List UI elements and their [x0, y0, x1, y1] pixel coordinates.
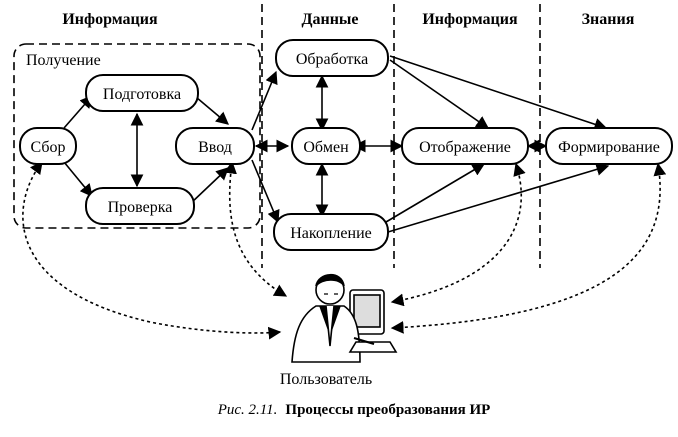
caption-title: Процессы преобразования ИР	[285, 402, 490, 418]
edge-vvod-nakoplenie	[251, 159, 280, 224]
edge-vvod-obrabotka	[251, 70, 278, 131]
edge-proverka-vvod	[189, 167, 229, 205]
node-sbor-label: Сбор	[30, 139, 65, 156]
user-link-vvod	[224, 160, 288, 297]
person-at-computer-icon	[291, 273, 398, 363]
node-formirovanie-label: Формирование	[558, 139, 660, 156]
node-proverka: Проверка	[85, 187, 195, 225]
user-link-otobrazhenie	[390, 162, 526, 307]
node-nakoplenie: Накопление	[273, 213, 389, 251]
edge-sbor-proverka	[63, 161, 93, 197]
user-links	[22, 160, 667, 340]
node-nakoplenie-label: Накопление	[290, 225, 372, 242]
edge-obrabotka-otobrazhenie	[389, 59, 490, 129]
node-vvod-label: Ввод	[198, 139, 232, 156]
caption-figure-number: Рис. 2.11.	[217, 402, 278, 418]
node-obrabotka: Обработка	[275, 39, 389, 77]
node-vvod: Ввод	[175, 127, 255, 165]
edge-nakoplenie-otobrazhenie	[385, 163, 486, 223]
user-label: Пользователь	[280, 371, 372, 388]
edge-nakoplenie-formirovanie	[387, 163, 610, 233]
node-obmen: Обмен	[291, 127, 361, 165]
node-otobrazhenie-label: Отображение	[419, 139, 511, 156]
node-formirovanie: Формирование	[545, 127, 673, 165]
node-otobrazhenie: Отображение	[401, 127, 529, 165]
node-podgotovka-label: Подготовка	[103, 86, 181, 103]
node-proverka-label: Проверка	[108, 199, 173, 216]
column-title-knowledge: Знания	[582, 11, 635, 28]
column-title-data: Данные	[301, 11, 358, 28]
node-obmen-label: Обмен	[303, 139, 349, 156]
acquisition-group-box	[13, 43, 261, 229]
edge-obrabotka-formirovanie	[389, 55, 608, 131]
user-link-formirovanie	[390, 162, 667, 334]
column-title-information-right: Информация	[422, 11, 518, 28]
node-sbor: Сбор	[19, 127, 77, 165]
column-title-information-left: Информация	[62, 11, 158, 28]
figure-caption: Рис. 2.11. Процессы преобразования ИР	[217, 401, 491, 418]
acquisition-group-label: Получение	[26, 52, 101, 69]
node-podgotovka: Подготовка	[85, 74, 199, 112]
node-obrabotka-label: Обработка	[296, 51, 368, 68]
